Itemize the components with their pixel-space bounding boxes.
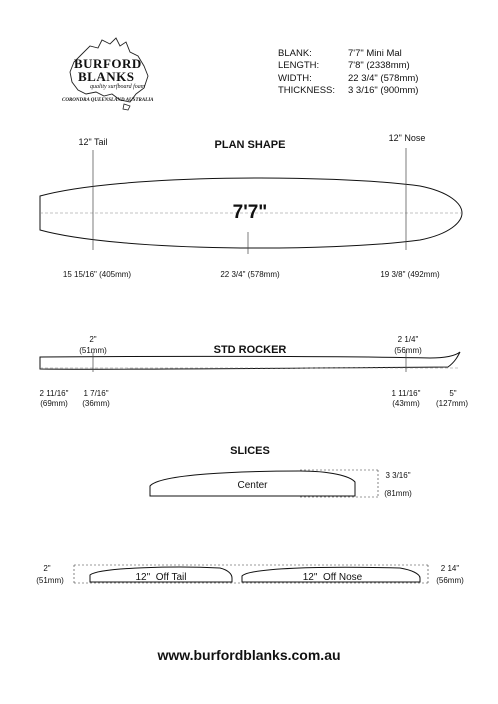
spec-label: THICKNESS:: [278, 85, 336, 97]
rocker-top-left-in: 2": [89, 335, 97, 344]
rocker-nose-end-mm: (127mm): [435, 399, 468, 408]
rocker-nose-12-in: 1 11/16": [391, 389, 421, 398]
rocker-top-right-in: 2 1/4": [397, 335, 419, 344]
plan-tail-marker-label: 12" Tail: [78, 137, 108, 147]
rocker-tail-end-mm: (69mm): [40, 399, 68, 408]
off-tail-slice-mm: (51mm): [36, 576, 64, 585]
rocker-top-left-mm: (51mm): [79, 346, 107, 355]
plan-shape-heading: PLAN SHAPE: [214, 139, 286, 151]
plan-board-size: 7'7": [232, 202, 268, 223]
center-slice-in: 3 3/16": [385, 471, 411, 480]
rocker-heading: STD ROCKER: [213, 344, 287, 356]
center-slice-label: Center: [237, 480, 268, 491]
slices-heading: SLICES: [230, 445, 270, 457]
off-nose-slice-mm: (56mm): [436, 576, 464, 585]
blank-specs: BLANK: 7'7" Mini Mal LENGTH: 7'8" (2338m…: [278, 48, 418, 98]
logo-brand-line1: BURFORD: [74, 56, 142, 71]
brand-logo: BURFORD BLANKS quality surfboard foam CO…: [60, 32, 160, 112]
australia-map-icon: [69, 37, 149, 111]
logo-location: CORONDRA QUEENSLAND AUSTRALIA: [62, 98, 154, 103]
center-slice-mm: (81mm): [384, 489, 412, 498]
spec-value: 7'8" (2338mm): [348, 60, 410, 72]
off-tail-slice-in: 2": [43, 564, 51, 573]
plan-center-width: 22 3/4" (578mm): [220, 270, 280, 279]
spec-value: 3 3/16" (900mm): [348, 85, 419, 97]
spec-label: WIDTH:: [278, 72, 312, 84]
spec-row: BLANK: 7'7" Mini Mal: [278, 48, 418, 60]
plan-nose-marker-label: 12" Nose: [388, 133, 426, 143]
rocker-nose-end-in: 5": [449, 389, 457, 398]
spec-value: 7'7" Mini Mal: [348, 48, 402, 59]
rocker-tail-12-mm: (36mm): [82, 399, 110, 408]
plan-nose-width: 19 3/8" (492mm): [380, 270, 440, 279]
spec-value: 22 3/4" (578mm): [348, 72, 419, 84]
spec-row: WIDTH: 22 3/4" (578mm): [278, 73, 418, 85]
off-tail-slice-label: 12" Off Tail: [135, 572, 187, 583]
rocker-outline: [39, 351, 461, 370]
off-nose-slice-label: 12" Off Nose: [302, 572, 363, 583]
center-slice-outline: [149, 470, 356, 497]
off-tail-slice-outline: [89, 566, 233, 583]
spec-row: THICKNESS: 3 3/16" (900mm): [278, 85, 418, 97]
rocker-tail-12-in: 1 7/16": [83, 389, 109, 398]
spec-row: LENGTH: 7'8" (2338mm): [278, 60, 418, 72]
spec-label: LENGTH:: [278, 60, 320, 72]
off-nose-slice-in: 2 14": [440, 564, 460, 573]
rocker-top-right-mm: (56mm): [394, 346, 422, 355]
logo-tagline: quality surfboard foam: [90, 84, 146, 90]
plan-tail-width: 15 15/16" (405mm): [62, 270, 132, 279]
rocker-tail-end-in: 2 11/16": [39, 389, 69, 398]
rocker-nose-12-mm: (43mm): [392, 399, 420, 408]
spec-label: BLANK:: [278, 48, 312, 59]
off-nose-slice-outline: [241, 566, 421, 583]
logo-brand-line2: BLANKS: [78, 69, 135, 84]
website-link[interactable]: www.burfordblanks.com.au: [157, 647, 341, 663]
